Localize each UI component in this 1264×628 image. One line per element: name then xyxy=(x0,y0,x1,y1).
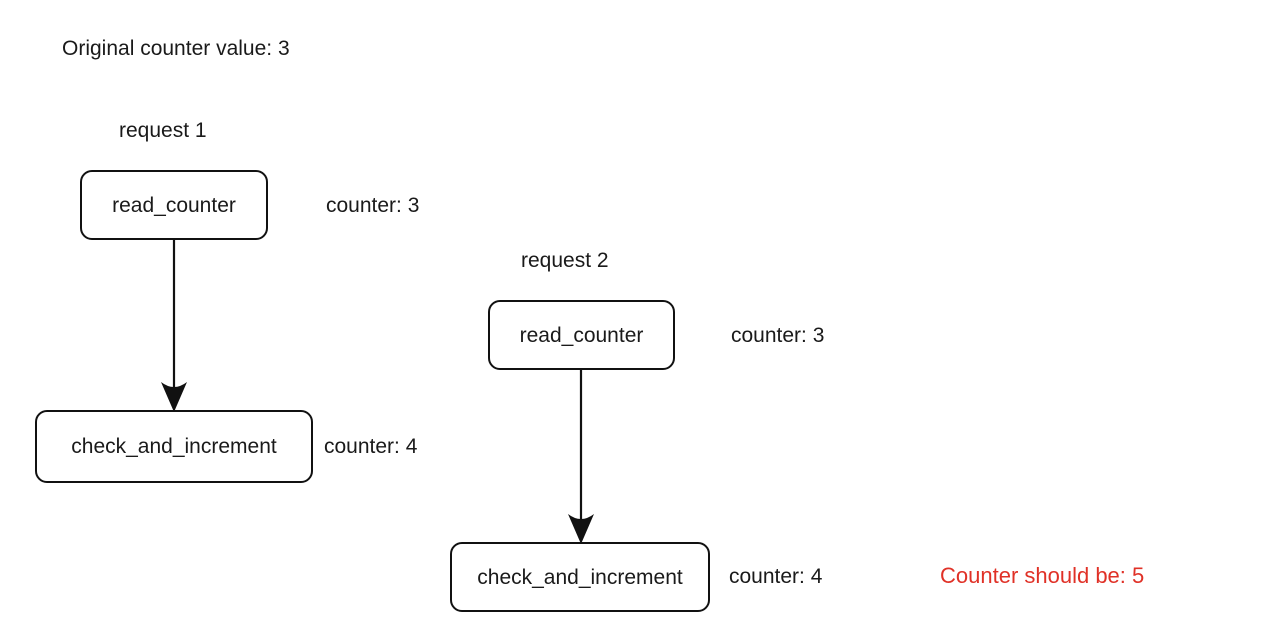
page-title: Original counter value: 3 xyxy=(62,37,290,60)
request-2-label: request 2 xyxy=(521,249,609,272)
request-1-label: request 1 xyxy=(119,119,207,142)
node-request-1-check-and-increment[interactable]: check_and_increment xyxy=(35,410,313,483)
node-label: check_and_increment xyxy=(71,435,277,458)
counter-should-be-alert: Counter should be: 5 xyxy=(940,563,1145,588)
annotation-request-2-read-counter: counter: 3 xyxy=(731,324,825,347)
annotation-request-2-check-and-increment: counter: 4 xyxy=(729,565,823,588)
annotation-request-1-read-counter: counter: 3 xyxy=(326,194,420,217)
node-request-2-read-counter[interactable]: read_counter xyxy=(488,300,675,370)
node-request-2-check-and-increment[interactable]: check_and_increment xyxy=(450,542,710,612)
node-label: check_and_increment xyxy=(477,565,683,589)
annotation-request-1-check-and-increment: counter: 4 xyxy=(324,435,418,458)
node-request-1-read-counter[interactable]: read_counter xyxy=(80,170,268,240)
node-label: read_counter xyxy=(519,323,644,347)
node-label: read_counter xyxy=(112,193,236,217)
